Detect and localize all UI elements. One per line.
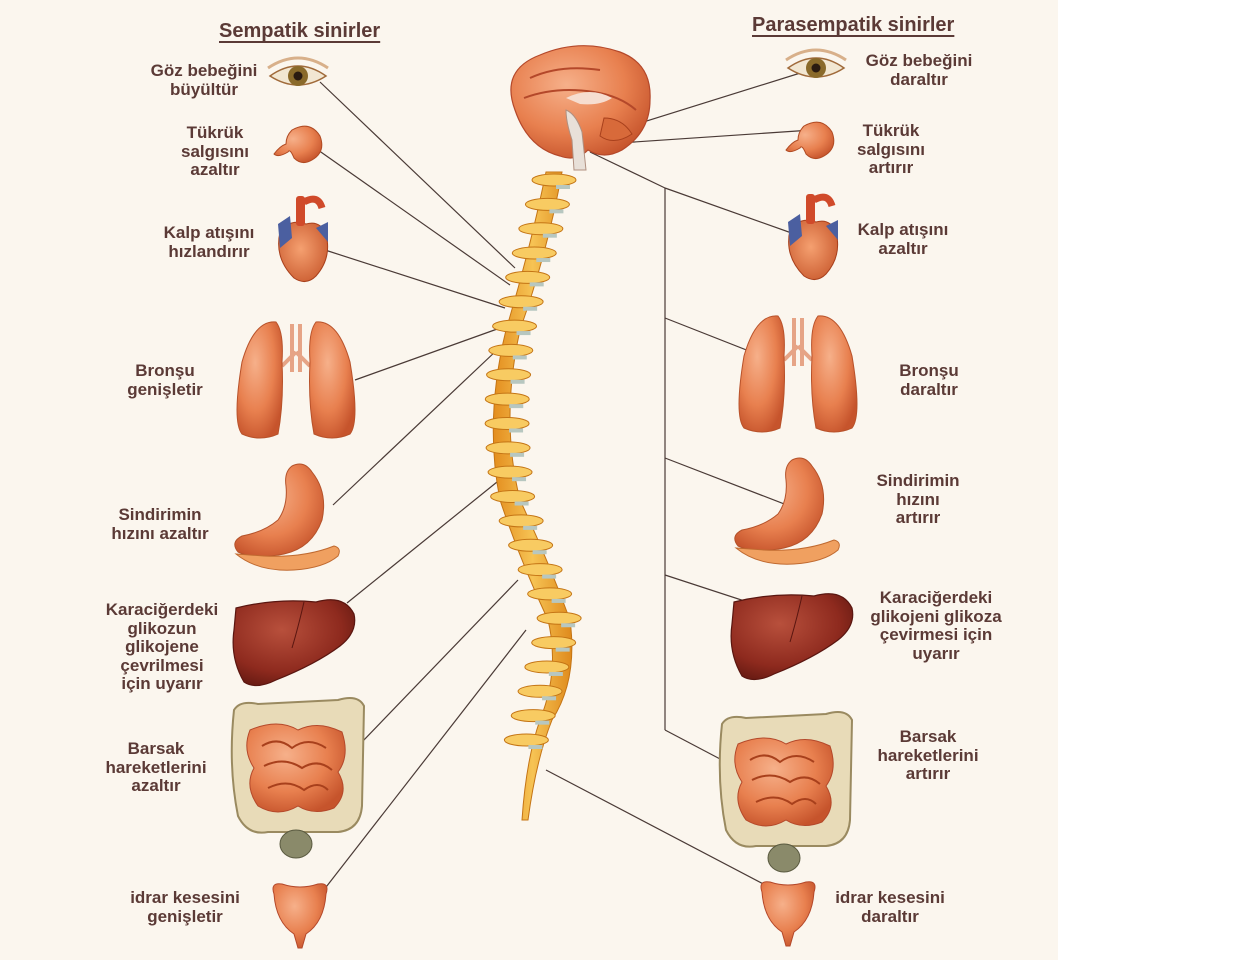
sympathetic-stomach-icon [234, 463, 340, 571]
sympathetic-intestine-icon [230, 697, 365, 859]
vertebra [486, 368, 532, 382]
vertebra [492, 319, 538, 333]
vertebra [508, 538, 554, 552]
parasympathetic-bladder-icon [760, 881, 816, 947]
intervertebral-disc [529, 282, 544, 287]
intervertebral-disc [509, 404, 524, 409]
intervertebral-disc [549, 209, 564, 214]
sympathetic-lungs-icon [235, 319, 357, 440]
sympathetic-heading: Sempatik sinirler [219, 20, 381, 42]
diagram-sheet: Sempatik sinirler Parasempatik sinirler … [0, 0, 1058, 960]
intervertebral-disc [555, 647, 570, 652]
sympathetic-heart-icon [278, 196, 328, 282]
diagram-art [230, 45, 859, 949]
intervertebral-disc [523, 306, 538, 311]
brain-icon [510, 45, 651, 171]
vertebra [503, 733, 549, 747]
intervertebral-disc [542, 696, 557, 701]
intervertebral-disc [516, 331, 531, 336]
sympathetic-bladder-icon [272, 883, 328, 949]
vertebra [527, 587, 573, 601]
sympathetic-eye-icon [266, 56, 330, 88]
vertebra [510, 709, 556, 723]
intervertebral-disc [528, 745, 543, 749]
vertebra [517, 563, 563, 577]
intervertebral-disc [509, 428, 524, 433]
parasympathetic-intestine-icon [718, 711, 853, 873]
intervertebral-disc [535, 720, 550, 725]
parasympathetic-heart-icon [788, 194, 838, 280]
intervertebral-disc [514, 501, 529, 506]
intervertebral-disc [512, 355, 527, 360]
intervertebral-disc [510, 452, 525, 457]
vertebra [485, 441, 531, 455]
parasympathetic-salivary-icon [785, 121, 835, 160]
intervertebral-disc [510, 379, 525, 384]
vertebra [490, 490, 536, 504]
sympathetic-nerve-lines [301, 81, 527, 919]
spine-icon [484, 171, 582, 821]
vertebra [484, 392, 530, 406]
vertebra [518, 222, 564, 236]
vertebra [505, 270, 551, 284]
parasympathetic-heading: Parasempatik sinirler [752, 14, 955, 36]
vertebra [531, 173, 577, 187]
intervertebral-disc [542, 233, 557, 238]
vertebra [498, 514, 544, 528]
sympathetic-liver-icon [232, 599, 356, 687]
parasympathetic-liver-icon [730, 593, 854, 681]
vertebra [524, 660, 570, 674]
intervertebral-disc [556, 185, 570, 189]
vertebra [536, 611, 582, 625]
vertebra [524, 197, 570, 211]
intervertebral-disc [542, 574, 557, 579]
intervertebral-disc [532, 550, 547, 555]
intervertebral-disc [561, 623, 576, 628]
vertebra [517, 684, 563, 698]
intervertebral-disc [548, 671, 563, 676]
intervertebral-disc [512, 477, 527, 482]
sympathetic-salivary-icon [273, 125, 323, 164]
intervertebral-disc [536, 258, 551, 263]
intervertebral-disc [523, 525, 538, 530]
parasympathetic-eye-icon [784, 48, 848, 80]
vertebra [484, 416, 530, 430]
intervertebral-disc [551, 598, 566, 603]
parasympathetic-stomach-icon [734, 457, 840, 565]
vertebra [531, 636, 577, 650]
parasympathetic-lungs-icon [737, 313, 859, 434]
vertebra [498, 295, 544, 309]
vertebra [487, 465, 533, 479]
vertebra [511, 246, 557, 260]
vertebra [488, 343, 534, 357]
